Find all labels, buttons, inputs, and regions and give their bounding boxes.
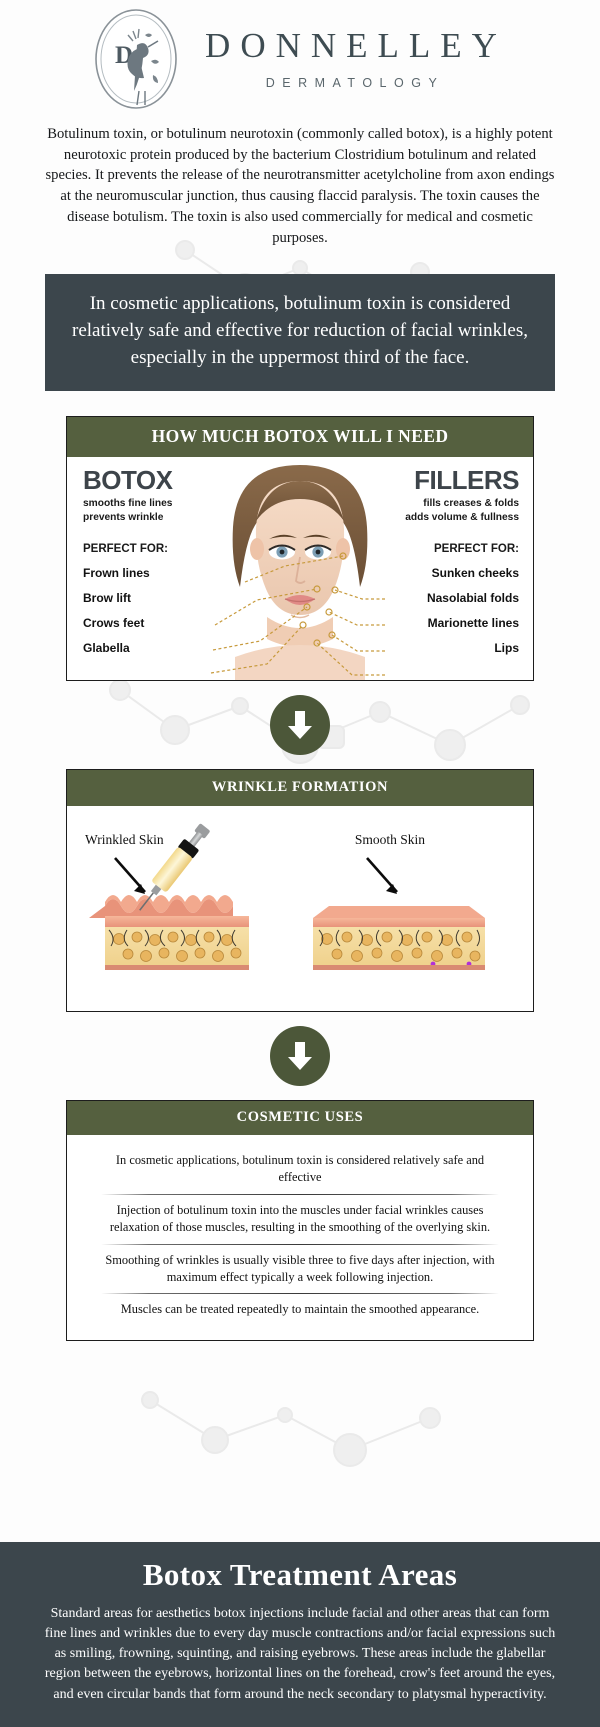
botox-item-3: Glabella bbox=[83, 641, 130, 656]
fillers-subtitle-2: adds volume & fullness bbox=[405, 511, 519, 523]
list-divider bbox=[101, 1243, 499, 1245]
highlight-quote: In cosmetic applications, botulinum toxi… bbox=[45, 274, 555, 392]
list-divider bbox=[101, 1293, 499, 1295]
section-cosmetic-uses: COSMETIC USES In cosmetic applications, … bbox=[66, 1100, 534, 1342]
fillers-item-0: Sunken cheeks bbox=[431, 566, 519, 581]
arrow-down-icon bbox=[288, 1042, 312, 1071]
footer-title: Botox Treatment Areas bbox=[142, 1557, 458, 1593]
cosmetic-uses-list: In cosmetic applications, botulinum toxi… bbox=[67, 1135, 533, 1341]
section-heading-wrinkle: WRINKLE FORMATION bbox=[67, 770, 533, 807]
botox-item-1: Brow lift bbox=[83, 591, 131, 606]
botox-item-0: Frown lines bbox=[83, 566, 150, 581]
botox-title: BOTOX bbox=[83, 465, 173, 496]
botox-subtitle-2: prevents wrinkle bbox=[83, 511, 164, 523]
cosmetic-use-item-2: Smoothing of wrinkles is usually visible… bbox=[105, 1252, 495, 1284]
brand-logo: D DONNELLEY DERMATOLOGY bbox=[0, 0, 600, 118]
footer-treatment-areas: Botox Treatment Areas Standard areas for… bbox=[0, 1542, 600, 1727]
fillers-item-2: Marionette lines bbox=[427, 616, 519, 631]
arrow-down-circle-icon-1 bbox=[270, 695, 330, 756]
pointer-lines bbox=[210, 552, 385, 676]
arrow-down-icon bbox=[288, 711, 312, 740]
arrow-down-circle-icon-2 bbox=[270, 1026, 330, 1087]
botox-fillers-diagram: BOTOX smooths fine lines prevents wrinkl… bbox=[67, 457, 533, 681]
logo-subtitle: DERMATOLOGY bbox=[265, 75, 445, 90]
section-wrinkle-formation: WRINKLE FORMATION Wrinkled Skin Smooth S… bbox=[66, 769, 534, 1013]
cosmetic-use-item-1: Injection of botulinum toxin into the mu… bbox=[109, 1202, 491, 1234]
botox-item-2: Crows feet bbox=[83, 616, 145, 631]
smooth-skin-label: Smooth Skin bbox=[354, 832, 425, 848]
cosmetic-use-item-3: Muscles can be treated repeatedly to mai… bbox=[120, 1302, 480, 1317]
fillers-item-3: Lips bbox=[494, 641, 519, 656]
fillers-subtitle-1: fills creases & folds bbox=[423, 498, 519, 510]
botox-subtitle-1: smooths fine lines bbox=[83, 498, 173, 510]
section-heading-botox: HOW MUCH BOTOX WILL I NEED bbox=[67, 417, 533, 458]
section-how-much-botox: HOW MUCH BOTOX WILL I NEED bbox=[66, 416, 534, 682]
fillers-perfect-for-label: PERFECT FOR: bbox=[434, 543, 519, 556]
intro-paragraph: Botulinum toxin, or botulinum neurotoxin… bbox=[45, 126, 555, 246]
fillers-column: FILLERS fills creases & folds adds volum… bbox=[359, 467, 519, 655]
wrinkle-diagram: Wrinkled Skin Smooth Skin bbox=[67, 806, 533, 1012]
fillers-item-1: Nasolabial folds bbox=[426, 591, 519, 606]
footer-text: Standard areas for aesthetics botox inje… bbox=[44, 1605, 556, 1702]
cosmetic-use-item-0: In cosmetic applications, botulinum toxi… bbox=[115, 1153, 485, 1185]
section-heading-cosmetic: COSMETIC USES bbox=[67, 1101, 533, 1136]
fillers-title: FILLERS bbox=[414, 465, 519, 496]
woman-face-illustration bbox=[232, 465, 368, 681]
wrinkled-skin-label: Wrinkled Skin bbox=[85, 832, 164, 848]
skin-cross-sections bbox=[89, 824, 485, 971]
botox-column: BOTOX smooths fine lines prevents wrinkl… bbox=[83, 467, 233, 655]
logo-name: DONNELLEY bbox=[205, 26, 507, 66]
list-divider bbox=[101, 1193, 499, 1195]
heron-crest-icon: D bbox=[95, 9, 177, 109]
botox-perfect-for-label: PERFECT FOR: bbox=[83, 543, 168, 556]
